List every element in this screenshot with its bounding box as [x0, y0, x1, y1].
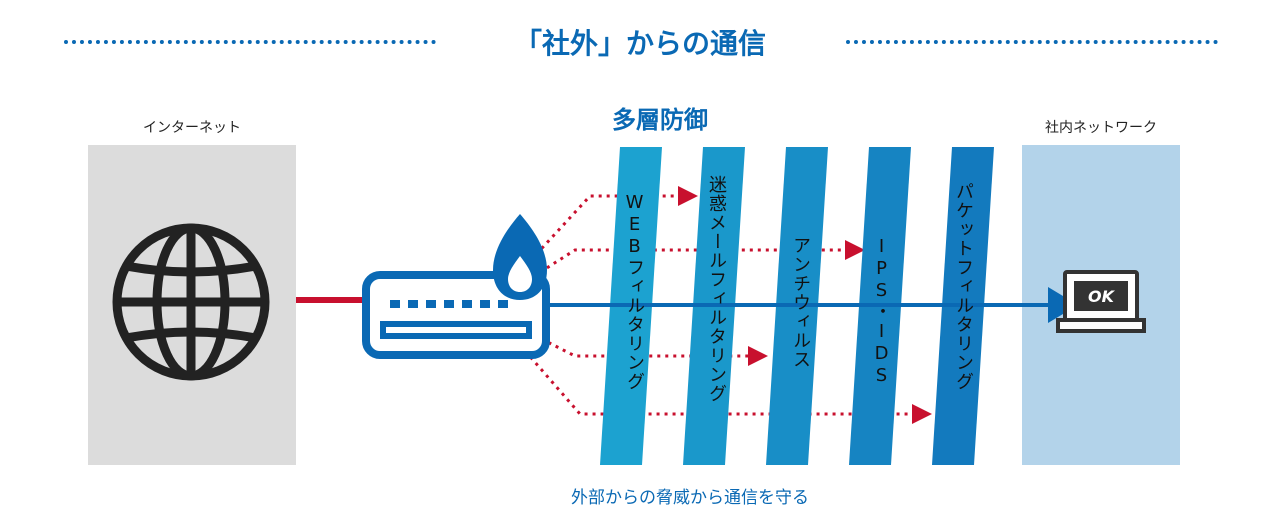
header-divider-left: [64, 40, 436, 44]
globe-icon: [112, 223, 270, 381]
threat-arrowhead-3: [748, 346, 768, 366]
page-title: 「社外」からの通信: [513, 27, 766, 60]
threat-arrowheads: [678, 186, 932, 424]
laptop-icon: OK: [1056, 270, 1146, 333]
internal-network-label: 社内ネットワーク: [1045, 120, 1157, 136]
router-icon: [362, 271, 550, 359]
defense-title: 多層防御: [612, 106, 708, 134]
laptop-status-text: OK: [1088, 287, 1116, 306]
threat-arrowhead-1: [678, 186, 698, 206]
footer-caption: 外部からの脅威から通信を守る: [571, 488, 809, 508]
threat-arrowhead-4: [912, 404, 932, 424]
layer-label-2: 迷惑メールフィルタリング: [706, 175, 727, 403]
internet-label: インターネット: [143, 120, 241, 136]
layer-label-5: パケットフィルタリング: [953, 182, 974, 391]
layer-label-3: アンチウィルス: [790, 236, 811, 369]
header-divider-right: [846, 40, 1218, 44]
shield-icon: [493, 214, 547, 300]
threat-arrowhead-2: [845, 240, 865, 260]
threat-arrow-2: [519, 248, 845, 287]
layer-label-4: IPS・IDS: [871, 236, 892, 387]
layer-label-1: WEBフィルタリング: [624, 192, 645, 391]
